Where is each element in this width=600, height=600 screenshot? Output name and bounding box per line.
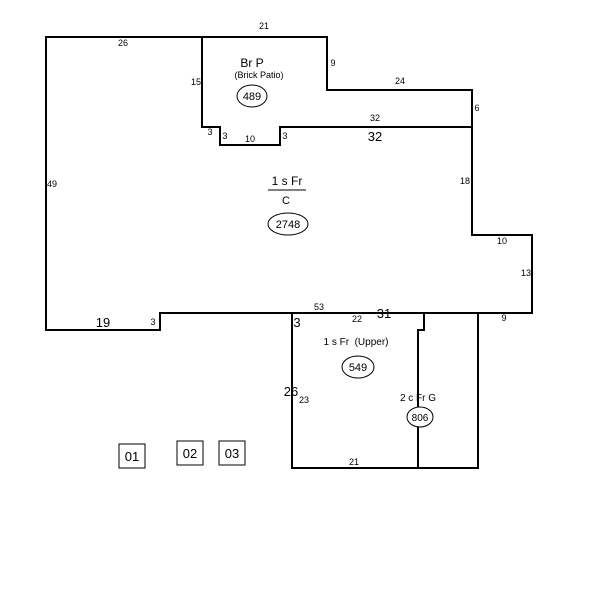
garage-wall xyxy=(417,312,425,469)
garage-name: 2 c Fr G xyxy=(400,393,436,404)
dim-interior-32-small: 32 xyxy=(370,113,380,123)
box-02-label: 02 xyxy=(183,446,197,461)
dim-right-side-18: 18 xyxy=(460,176,470,186)
patio-desc: (Brick Patio) xyxy=(234,70,283,80)
dim-interior-32-large: 32 xyxy=(368,129,382,144)
dim-upper-left-3: 3 xyxy=(293,315,300,330)
box-01-label: 01 xyxy=(125,449,139,464)
garage-area-oval xyxy=(406,406,434,428)
dim-upper-left-26: 26 xyxy=(284,384,298,399)
patio-outline xyxy=(201,36,473,146)
dim-right-step-small: 6 xyxy=(474,103,479,113)
garage-sqft: 806 xyxy=(412,413,429,424)
dim-upper-left-23: 23 xyxy=(299,395,309,405)
dim-right-step-10: 10 xyxy=(497,236,507,246)
dim-patio-base-inner: 3 xyxy=(222,131,227,141)
dim-right-side-13: 13 xyxy=(521,268,531,278)
dim-upper-right-top: 24 xyxy=(395,76,405,86)
dim-patio-base-left: 3 xyxy=(207,127,212,137)
dim-upper-bottom-21: 21 xyxy=(349,457,359,467)
patio-name: Br P xyxy=(240,56,263,70)
main-sqft: 2748 xyxy=(276,219,300,231)
main-sub: C xyxy=(282,195,290,207)
upper-area-oval xyxy=(341,355,375,379)
dim-patio-right: 9 xyxy=(330,58,335,68)
dim-patio-base-bottom: 10 xyxy=(245,134,255,144)
dim-main-left: 49 xyxy=(47,179,57,189)
upper-sqft: 549 xyxy=(349,362,367,374)
upper-name: 1 s Fr (Upper) xyxy=(323,337,388,348)
box-03-label: 03 xyxy=(225,446,239,461)
dim-bottom-left-step-3: 3 xyxy=(150,317,155,327)
box-03 xyxy=(218,440,246,466)
main-area-oval xyxy=(267,212,309,236)
main-name: 1 s Fr xyxy=(272,174,303,188)
box-01 xyxy=(118,443,146,469)
dim-upper-section-22: 22 xyxy=(352,314,362,324)
patio-sqft: 489 xyxy=(243,91,261,103)
dim-top-garage-roof: 21 xyxy=(259,21,269,31)
dim-patio-left: 15 xyxy=(191,77,201,87)
main-outline xyxy=(45,36,533,469)
dim-right-bottom-9: 9 xyxy=(501,313,506,323)
patio-area-oval xyxy=(236,84,268,108)
dim-bottom-left-19: 19 xyxy=(96,315,110,330)
dim-upper-section-31: 31 xyxy=(377,306,391,321)
dim-upper-section-53: 53 xyxy=(314,302,324,312)
box-02 xyxy=(176,440,204,466)
dim-patio-base-right: 3 xyxy=(282,131,287,141)
dim-main-top-left: 26 xyxy=(118,38,128,48)
